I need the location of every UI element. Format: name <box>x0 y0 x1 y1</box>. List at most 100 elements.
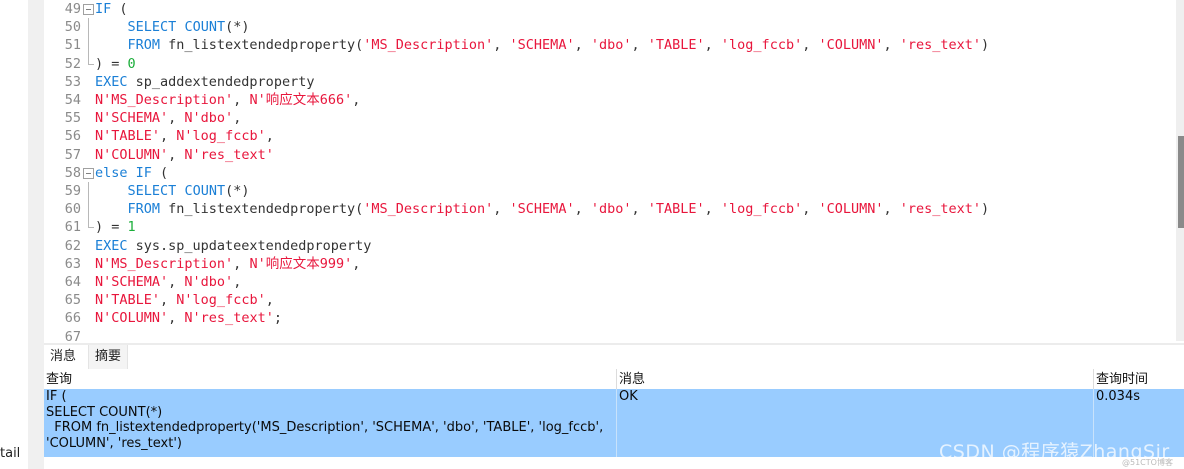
sql-token: , <box>233 92 250 108</box>
sql-token <box>95 19 128 35</box>
sql-string: N'COLUMN' <box>95 146 169 163</box>
cell-query[interactable]: IF ( SELECT COUNT(*) FROM fn_listextende… <box>46 389 604 451</box>
code-text: ) = 1 <box>95 218 136 236</box>
code-text: N'COLUMN', N'res_text'; <box>95 309 282 327</box>
sql-token: , <box>168 274 185 290</box>
sql-keyword: IF <box>95 1 112 17</box>
sql-string: 'res_text' <box>899 37 982 54</box>
watermark: CSDN @程序猿ZhangSir <box>939 441 1170 463</box>
editor-vertical-scrollbar[interactable] <box>1176 0 1184 341</box>
sql-token: ) = <box>95 55 128 72</box>
code-line[interactable]: 52) = 0 <box>44 54 1174 73</box>
sql-token <box>95 183 128 199</box>
code-line[interactable]: 50 SELECT COUNT(*) <box>44 18 1174 38</box>
code-text: N'SCHEMA', N'dbo', <box>95 109 241 127</box>
watermark-small: @51CTO博客 <box>1122 458 1173 467</box>
result-tabs: 消息 摘要 <box>44 343 1184 370</box>
sql-token: , <box>802 37 819 54</box>
sql-string: N'TABLE' <box>95 292 161 309</box>
sql-token: , <box>160 128 177 145</box>
scrollbar-thumb[interactable] <box>1178 136 1184 228</box>
code-text: N'TABLE', N'log_fccb', <box>95 291 274 309</box>
line-number: 60 <box>64 201 81 218</box>
line-number: 51 <box>64 37 81 54</box>
code-line[interactable]: 55 N'SCHEMA', N'dbo', <box>44 109 1174 127</box>
column-divider <box>1093 389 1094 457</box>
column-header-message[interactable]: 消息 <box>619 372 646 387</box>
code-text: N'COLUMN', N'res_text' <box>95 146 274 164</box>
line-number: 65 <box>64 292 81 309</box>
sql-keyword: COUNT <box>184 183 226 199</box>
sql-string: N'MS_Description' <box>95 255 234 272</box>
sql-token: , <box>883 201 900 218</box>
sql-token: ) = <box>95 219 128 236</box>
code-line[interactable]: 60 FROM fn_listextendedproperty('MS_Desc… <box>44 200 1174 220</box>
sql-token: ) <box>981 37 990 54</box>
tab-summary[interactable]: 摘要 <box>88 345 129 369</box>
line-number: 64 <box>64 274 81 290</box>
code-line[interactable]: 51 FROM fn_listextendedproperty('MS_Desc… <box>44 36 1174 56</box>
sql-string: 'log_fccb' <box>720 37 803 54</box>
table-row[interactable]: IF ( SELECT COUNT(*) FROM fn_listextende… <box>44 389 1184 457</box>
sql-string: N'TABLE' <box>95 128 161 145</box>
code-line[interactable]: 59 SELECT COUNT(*) <box>44 182 1174 201</box>
sql-string: 'dbo' <box>590 37 632 54</box>
line-number: 55 <box>64 110 81 127</box>
sql-string: N'log_fccb' <box>176 292 266 309</box>
code-line[interactable]: 61) = 1 <box>44 218 1174 236</box>
sql-string: N'dbo' <box>184 110 234 127</box>
sql-string: N'响应文本999' <box>249 255 353 272</box>
sql-token: , <box>883 37 900 54</box>
sql-string: 'dbo' <box>590 201 632 218</box>
line-number: 50 <box>64 19 81 36</box>
code-text: FROM fn_listextendedproperty('MS_Descrip… <box>95 200 990 218</box>
fold-guide-line <box>88 18 89 38</box>
code-text: EXEC sys.sp_updateextendedproperty <box>95 237 371 255</box>
sql-string: 'log_fccb' <box>720 201 803 218</box>
sql-string: N'log_fccb' <box>176 128 266 145</box>
sql-token <box>95 37 128 53</box>
sql-token: , <box>704 37 721 54</box>
fold-collapse-icon[interactable] <box>83 4 94 15</box>
fold-collapse-icon[interactable] <box>83 167 94 179</box>
cell-message[interactable]: OK <box>619 389 638 404</box>
sql-string: N'SCHEMA' <box>95 274 169 290</box>
sql-keyword: EXEC <box>95 237 128 254</box>
sql-token: sys.sp_updateextendedproperty <box>127 237 372 254</box>
sql-token: sp_addextendedproperty <box>127 73 315 90</box>
fold-guide-line <box>88 36 89 56</box>
line-number: 66 <box>64 310 81 327</box>
code-text: N'MS_Description', N'响应文本666', <box>95 91 360 109</box>
code-line[interactable]: 65 N'TABLE', N'log_fccb', <box>44 291 1174 309</box>
sql-token: , <box>631 37 648 54</box>
column-header-query-time[interactable]: 查询时间 <box>1096 372 1149 387</box>
tab-messages[interactable]: 消息 <box>50 349 77 364</box>
sql-token <box>95 201 128 217</box>
sql-token: , <box>160 292 177 309</box>
sql-string: N'SCHEMA' <box>95 110 169 127</box>
code-line[interactable]: 67 <box>44 328 1174 346</box>
sql-number: 0 <box>127 55 136 72</box>
sql-string: N'响应文本666' <box>249 92 353 108</box>
left-margin <box>0 0 28 469</box>
sql-token: ) <box>981 201 990 218</box>
sql-keyword: SELECT <box>127 19 177 36</box>
cell-query-time[interactable]: 0.034s <box>1096 389 1140 404</box>
sql-token: fn_listextendedproperty( <box>160 201 364 218</box>
code-text: EXEC sp_addextendedproperty <box>95 73 314 91</box>
column-header-query[interactable]: 查询 <box>46 372 73 387</box>
code-line[interactable]: 66 N'COLUMN', N'res_text'; <box>44 309 1174 327</box>
sql-string: N'res_text' <box>184 146 274 163</box>
sql-keyword: SELECT <box>127 183 177 199</box>
code-text: ) = 0 <box>95 55 136 73</box>
